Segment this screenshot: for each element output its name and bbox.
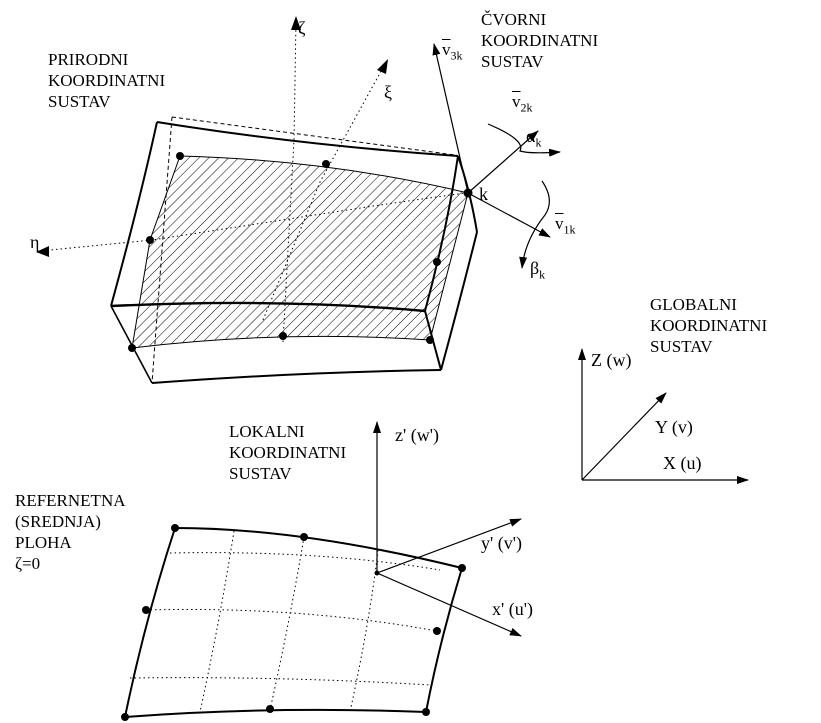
nodal-system-label: ČVORNI KOORDINATNI SUSTAV <box>481 10 599 71</box>
local-axes <box>373 421 522 637</box>
reference-surface <box>124 527 463 718</box>
v3k-vector-label: v3k <box>442 40 463 63</box>
global-z-axis-label: Z (w) <box>591 350 632 370</box>
xi-axis-label: ξ <box>384 82 393 102</box>
local-x-axis-label: x' (u') <box>492 599 533 619</box>
global-axes <box>578 348 749 484</box>
reference-surface-label: REFERNETNA (SREDNJA) PLOHA ζ=0 <box>15 491 126 573</box>
natural-system-label: PRIRODNI KOORDINATNI SUSTAV <box>48 50 166 111</box>
v1k-vector-label: v1k <box>555 214 576 237</box>
global-system-label: GLOBALNI KOORDINATNI SUSTAV <box>650 295 768 356</box>
rotation-arcs <box>487 123 561 269</box>
natural-axes <box>39 19 473 343</box>
reference-surface-grid <box>129 530 441 713</box>
nodal-vectors <box>432 43 551 238</box>
global-x-axis-label: X (u) <box>663 453 702 473</box>
node-k-label: k <box>479 184 488 204</box>
local-system-label: LOKALNI KOORDINATNI SUSTAV <box>229 422 347 483</box>
global-y-axis-label: Y (v) <box>655 417 693 437</box>
local-y-axis-label: y' (v') <box>481 533 522 553</box>
natural-axis-arrowheads <box>36 16 388 257</box>
local-origin-point <box>374 570 380 576</box>
hatched-mid-surface <box>131 155 469 349</box>
v2k-vector-label: v2k <box>512 92 533 115</box>
reference-surface-nodes <box>121 524 466 721</box>
local-z-axis-label: z' (w') <box>395 425 439 445</box>
zeta-axis-label: ζ <box>298 18 306 38</box>
eta-axis-label: η <box>30 232 40 252</box>
beta-k-label: βk <box>530 258 546 282</box>
alpha-k-label: αk <box>526 126 542 150</box>
